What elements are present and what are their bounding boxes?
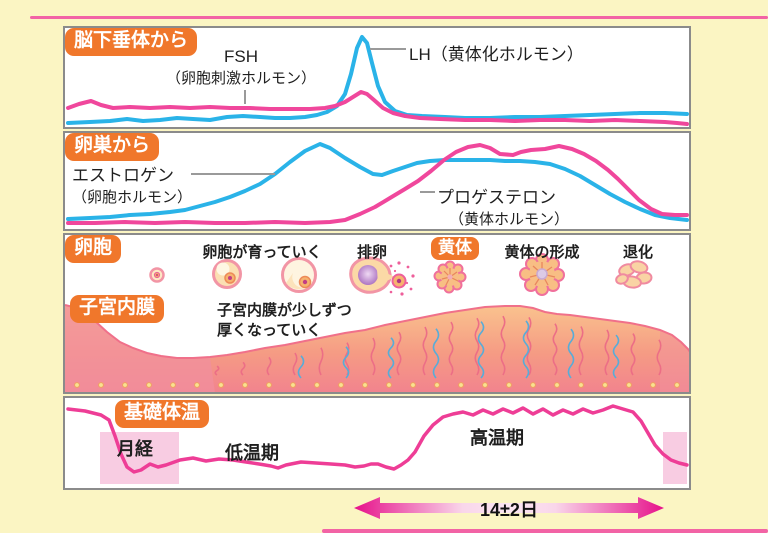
progesterone-label: プロゲステロン xyxy=(437,188,556,207)
follicle-section-label: 卵胞 xyxy=(65,235,122,263)
panel-ovary: 卵巣から エストロゲン （卵胞ホルモン） プロゲステロン （黄体ホルモン） xyxy=(63,131,691,231)
ovulation-icon xyxy=(349,256,415,296)
estrogen-curve xyxy=(66,142,689,222)
panel-pituitary: 脳下垂体から FSH （卵胞刺激ホルモン） LH（黄体化ホルモン） xyxy=(63,26,691,129)
endometrium-illustration xyxy=(65,304,689,392)
panel-temperature: 基礎体温 月経 低温期 高温期 xyxy=(63,396,691,490)
right-shedding-area xyxy=(660,330,689,392)
ovulation-label: 排卵 xyxy=(356,244,387,261)
temperature-curve xyxy=(66,404,689,474)
corpus-formation-label: 黄体の形成 xyxy=(504,244,580,261)
progesterone-label-block: プロゲステロン （黄体ホルモン） xyxy=(437,183,569,229)
panel-follicle-endometrium: 卵胞 卵胞が育っていく 排卵 黄体 黄体の形成 退化 子宮内膜 子宮内膜が少しず… xyxy=(63,233,691,394)
frame-top-line xyxy=(30,16,768,19)
luteal-phase-duration-label: 14±2日 xyxy=(480,500,538,520)
menstruation-shade-box xyxy=(100,432,179,484)
pituitary-section-label: 脳下垂体から xyxy=(65,28,198,56)
endometrium-note-line1: 子宮内膜が少しずつ xyxy=(217,302,352,319)
follicle-grow-label: 卵胞が育っていく xyxy=(202,244,322,261)
endometrium-gland-dots xyxy=(74,382,680,388)
menstruation-label: 月経 xyxy=(117,439,153,459)
follicle-stage2-icon xyxy=(212,259,242,289)
follicle-stage1-icon xyxy=(149,267,165,283)
fsh-label-block: FSH （卵胞刺激ホルモン） xyxy=(162,47,320,88)
ovary-section-label: 卵巣から xyxy=(65,133,160,161)
fsh-sub-label: （卵胞刺激ホルモン） xyxy=(165,70,316,87)
degeneration-label: 退化 xyxy=(622,244,653,261)
endometrium-texture xyxy=(214,315,662,379)
estrogen-label-block: エストロゲン （卵胞ホルモン） xyxy=(72,161,192,207)
endometrium-note: 子宮内膜が少しずつ 厚くなっていく xyxy=(217,301,352,342)
follicle-endometrium-art xyxy=(65,253,689,392)
ovulation-burst-specks xyxy=(389,261,415,296)
progesterone-curve xyxy=(66,143,689,225)
menstrual-shedding-area xyxy=(65,305,215,392)
lh-curve xyxy=(66,35,689,125)
corpus-luteum-icon xyxy=(433,260,467,294)
follicle-stage3-icon xyxy=(281,257,317,293)
estrogen-sub-label: （卵胞ホルモン） xyxy=(72,189,193,206)
lh-label: LH（黄体化ホルモン） xyxy=(409,45,584,64)
fsh-leader-line xyxy=(244,90,246,104)
temperature-chart xyxy=(66,404,689,474)
progesterone-leader-line xyxy=(420,191,435,193)
progesterone-sub-label: （黄体ホルモン） xyxy=(449,211,570,228)
frame-bottom-line xyxy=(322,529,768,533)
corpus-luteum-formation-icon xyxy=(519,253,565,296)
endometrium-section-label: 子宮内膜 xyxy=(70,295,165,323)
temperature-section-label: 基礎体温 xyxy=(115,400,210,428)
high-phase-label: 高温期 xyxy=(470,428,524,448)
pituitary-hormone-chart xyxy=(66,35,689,126)
low-phase-label: 低温期 xyxy=(225,443,279,463)
luteal-phase-arrow xyxy=(354,497,664,519)
lh-leader-line xyxy=(370,48,406,50)
ovary-hormone-chart xyxy=(66,142,689,225)
fsh-label: FSH xyxy=(224,47,258,66)
endometrium-note-line2: 厚くなっていく xyxy=(217,322,322,340)
estrogen-leader-line xyxy=(191,173,275,175)
fsh-curve xyxy=(66,90,689,126)
degeneration-icon xyxy=(615,260,653,289)
estrogen-label: エストロゲン xyxy=(72,166,174,185)
corpus-luteum-section-label: 黄体 xyxy=(431,237,479,261)
double-headed-arrow xyxy=(354,497,664,519)
